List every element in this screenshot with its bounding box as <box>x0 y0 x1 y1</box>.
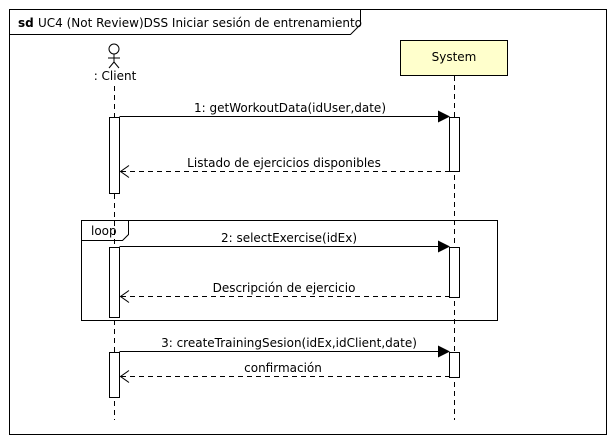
message-1-arrowhead <box>438 110 450 123</box>
system-participant-name: System <box>432 50 477 64</box>
message-5-arrowhead <box>438 345 450 358</box>
loop-fragment <box>81 220 498 321</box>
message-3-arrowhead <box>438 240 450 253</box>
client-activation-3 <box>109 352 120 398</box>
message-5-label: 3: createTrainingSesion(idEx,idClient,da… <box>161 336 417 350</box>
frame-title: UC4 (Not Review)DSS Iniciar sesión de en… <box>38 16 362 30</box>
loop-operator-label: loop <box>91 224 117 238</box>
message-3-label: 2: selectExercise(idEx) <box>221 231 357 245</box>
frame-keyword: sd <box>18 16 34 30</box>
actor-name: : Client <box>94 69 137 83</box>
message-4-arrowhead <box>119 290 130 303</box>
message-2-label: Listado de ejercicios disponibles <box>187 156 381 170</box>
message-6-arrowhead <box>119 370 130 383</box>
message-4-label: Descripción de ejercicio <box>213 281 356 295</box>
system-activation-1 <box>449 117 460 172</box>
system-participant-box <box>400 40 508 76</box>
client-activation-2 <box>109 247 120 318</box>
client-activation-1 <box>109 117 120 194</box>
system-activation-2 <box>449 247 460 298</box>
loop-fragment-tab <box>81 220 129 241</box>
system-activation-3 <box>449 352 460 378</box>
stick-figure-icon <box>108 43 120 69</box>
frame-title-tab <box>9 9 361 35</box>
message-1-label: 1: getWorkoutData(idUser,date) <box>194 101 386 115</box>
message-6-label: confirmación <box>244 361 322 375</box>
message-2-arrowhead <box>119 165 130 178</box>
